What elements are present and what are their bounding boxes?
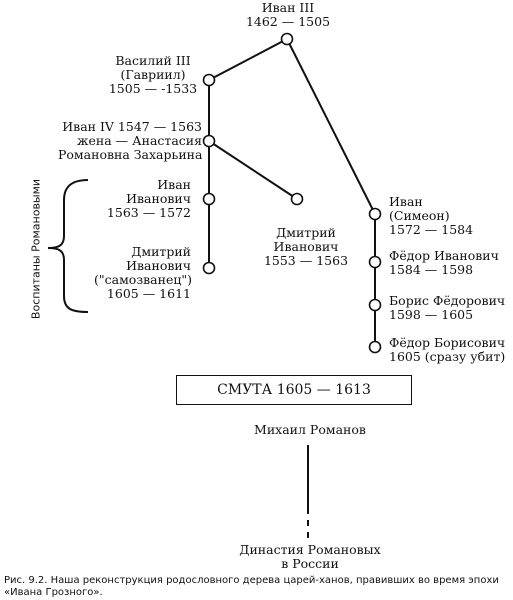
ivan3-years: 1462 — 1505 bbox=[245, 14, 331, 29]
dmitry-ivanovich-line2: Иванович bbox=[273, 239, 339, 254]
fedor-borisovich-line1: Фёдор Борисович bbox=[389, 335, 506, 350]
fedor-borisovich-label: Фёдор Борисович 1605 (сразу убит) bbox=[389, 336, 511, 364]
vasily3-years: 1505 — -1533 bbox=[108, 81, 198, 96]
node-ivan-ivanovich bbox=[202, 192, 216, 206]
ivan4-line3: Романовна Захарьина bbox=[58, 147, 203, 162]
mikhail-label: Михаил Романов bbox=[240, 423, 380, 437]
ivan-simeon-line3: 1572 — 1584 bbox=[389, 222, 474, 237]
edge-ivan3-vasily3 bbox=[208, 38, 288, 81]
dmitry-samozvanets-line1: Дмитрий bbox=[131, 244, 191, 259]
dmitry-ivanovich-label: Дмитрий Иванович 1553 — 1563 bbox=[260, 226, 352, 268]
ivan-simeon-line1: Иван bbox=[389, 194, 423, 209]
figure-caption: Рис. 9.2. Наша реконструкция родословног… bbox=[4, 575, 499, 598]
node-boris bbox=[368, 298, 382, 312]
ivan-ivanovich-line3: 1563 — 1572 bbox=[106, 205, 191, 220]
vasily3-alias: (Гавриил) bbox=[120, 67, 186, 82]
node-fedor-borisovich bbox=[368, 340, 382, 354]
vasily3-name: Василий III bbox=[115, 53, 191, 68]
node-dmitry-samozvanets bbox=[202, 261, 216, 275]
dmitry-samozvanets-line4: 1605 — 1611 bbox=[106, 286, 191, 301]
mikhail-name: Михаил Романов bbox=[254, 422, 366, 437]
node-dmitry-ivanovich bbox=[290, 192, 304, 206]
dmitry-samozvanets-label: Дмитрий Иванович ("самозванец") 1605 — 1… bbox=[94, 244, 193, 301]
dmitry-ivanovich-line3: 1553 — 1563 bbox=[263, 253, 349, 268]
boris-line2: 1598 — 1605 bbox=[389, 307, 474, 322]
dynasty-label: Династия Романовых в России bbox=[230, 543, 390, 571]
dmitry-samozvanets-line3: ("самозванец") bbox=[94, 272, 193, 287]
fedor-ivanovich-line2: 1584 — 1598 bbox=[389, 262, 474, 277]
ivan3-name: Иван III bbox=[261, 0, 315, 15]
node-fedor-ivanovich bbox=[368, 255, 382, 269]
node-ivan3 bbox=[280, 32, 294, 46]
ivan3-label: Иван III 1462 — 1505 bbox=[236, 1, 340, 29]
boris-label: Борис Фёдорович 1598 — 1605 bbox=[389, 294, 509, 322]
ivan-simeon-label: Иван (Симеон) 1572 — 1584 bbox=[389, 195, 499, 237]
ivan4-label: Иван IV 1547 — 1563 жена — Анастасия Ром… bbox=[58, 120, 202, 162]
boris-line1: Борис Фёдорович bbox=[389, 293, 506, 308]
dmitry-samozvanets-line2: Иванович bbox=[126, 258, 191, 273]
side-label-text: Воспитаны Романовыми bbox=[29, 178, 43, 320]
node-ivan4 bbox=[202, 134, 216, 148]
smuta-text: СМУТА 1605 — 1613 bbox=[217, 382, 371, 398]
ivan-simeon-line2: (Симеон) bbox=[389, 208, 450, 223]
ivan-ivanovich-line1: Иван bbox=[157, 177, 191, 192]
side-label: Воспитаны Романовыми bbox=[22, 179, 50, 319]
ivan4-line1: Иван IV 1547 — 1563 bbox=[62, 119, 202, 134]
ivan-ivanovich-label: Иван Иванович 1563 — 1572 bbox=[100, 178, 191, 220]
edge-ivan4-dmitry bbox=[208, 140, 298, 200]
dynasty-line2: в России bbox=[281, 556, 339, 571]
curly-brace bbox=[47, 179, 89, 313]
ivan-ivanovich-line2: Иванович bbox=[126, 191, 191, 206]
vasily3-label: Василий III (Гавриил) 1505 — -1533 bbox=[104, 54, 202, 96]
dynasty-line1: Династия Романовых bbox=[239, 542, 381, 557]
node-vasily3 bbox=[202, 73, 216, 87]
smuta-box: СМУТА 1605 — 1613 bbox=[176, 375, 412, 405]
edge-ivan3-ivan-simeon bbox=[286, 38, 376, 215]
fedor-ivanovich-label: Фёдор Иванович 1584 — 1598 bbox=[389, 249, 509, 277]
fedor-borisovich-line2: 1605 (сразу убит) bbox=[389, 349, 506, 364]
node-ivan-simeon bbox=[368, 207, 382, 221]
dmitry-ivanovich-line1: Дмитрий bbox=[276, 225, 336, 240]
fedor-ivanovich-line1: Фёдор Иванович bbox=[389, 248, 499, 263]
ivan4-line2: жена — Анастасия bbox=[77, 133, 202, 148]
